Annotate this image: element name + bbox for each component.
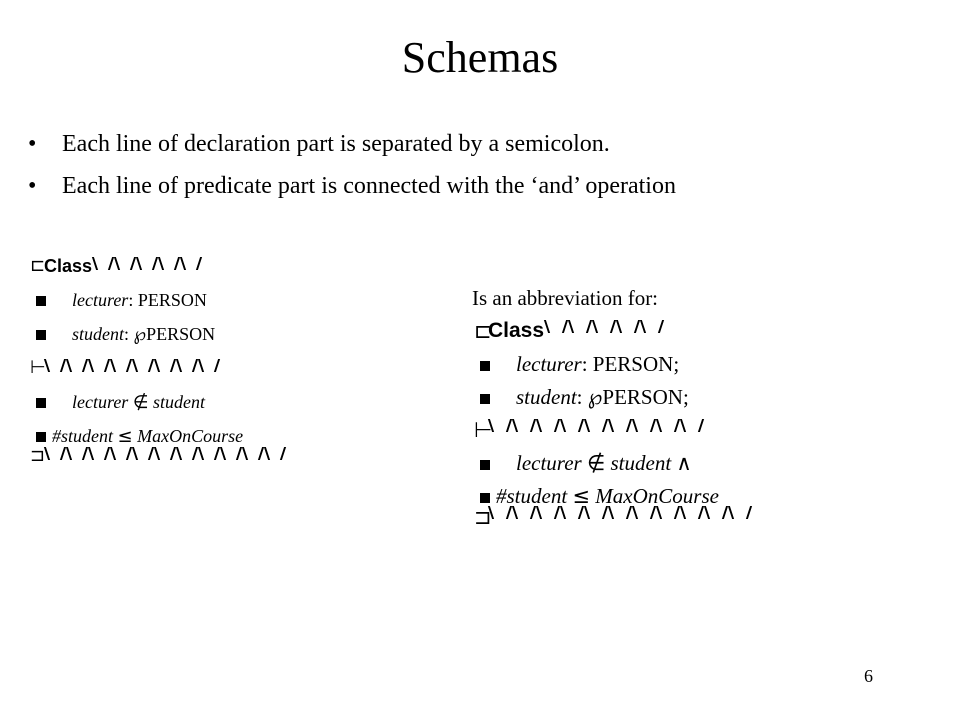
pred-rhs: student: [610, 451, 672, 475]
decl-var: student: [516, 385, 577, 409]
decl-var: lecturer: [72, 290, 129, 310]
schema-header: ⊏ Class: [30, 255, 286, 289]
schema-name: Class: [44, 256, 93, 276]
declaration-line: lecturer: PERSON: [30, 289, 286, 323]
slide-title: Schemas: [401, 33, 559, 82]
bullet-item: • Each line of declaration part is separ…: [28, 128, 928, 160]
decl-sep: :: [128, 290, 138, 310]
bullet-text: Each line of predicate part is connected…: [62, 173, 676, 199]
decl-sep: :: [576, 385, 588, 409]
bullet-text: Each line of declaration part is separat…: [62, 131, 610, 157]
bullet-item: • Each line of predicate part is connect…: [28, 170, 928, 202]
schema-box-right: ⊏ Class lecturer: PERSON; student: ℘PERS…: [474, 318, 752, 537]
schema-end-glyph: ⊐: [30, 445, 46, 466]
schema-start-glyph: ⊏: [30, 255, 46, 276]
schema-bottom-bar: [44, 445, 286, 463]
decl-type: PERSON;: [602, 385, 689, 409]
line-marker: [480, 394, 490, 404]
schema-mid-bar: [44, 357, 220, 375]
powerset-symbol: ℘: [133, 324, 147, 345]
line-marker: [36, 432, 46, 442]
less-equal-symbol: ≤: [117, 426, 133, 447]
pred-lhs: lecturer: [72, 392, 129, 412]
schema-footer: ⊐: [474, 504, 752, 537]
schema-name: Class: [488, 319, 545, 342]
bullet-list: • Each line of declaration part is separ…: [28, 128, 928, 212]
schema-end-glyph: ⊐: [474, 505, 492, 529]
less-equal-symbol: ≤: [572, 484, 591, 508]
schema-divider: ⊢: [474, 417, 752, 450]
schema-footer: ⊐: [30, 445, 286, 479]
decl-var: student: [72, 324, 124, 344]
bullet-dot: •: [28, 131, 37, 157]
schema-mid-bar: [488, 417, 704, 437]
line-marker: [36, 330, 46, 340]
decl-type: PERSON: [137, 290, 207, 310]
declaration-line: student: ℘PERSON: [30, 323, 286, 357]
bullet-dot: •: [28, 173, 37, 199]
line-marker: [480, 493, 490, 503]
pred-rhs: student: [153, 392, 205, 412]
line-marker: [36, 296, 46, 306]
not-member-symbol: ∉: [586, 451, 606, 475]
powerset-symbol: ℘: [587, 385, 603, 409]
schema-top-bar: [92, 255, 202, 273]
decl-type: PERSON;: [592, 352, 680, 376]
schema-divider-glyph: ⊢: [30, 357, 46, 378]
not-member-symbol: ∉: [132, 392, 149, 413]
declaration-line: student: ℘PERSON;: [474, 384, 752, 417]
decl-sep: :: [581, 352, 593, 376]
line-marker: [480, 361, 490, 371]
schema-start-glyph: ⊏: [474, 319, 492, 343]
decl-var: lecturer: [516, 352, 582, 376]
schema-divider: ⊢: [30, 357, 286, 391]
pred-rhs: MaxOnCourse: [137, 426, 244, 446]
line-marker: [36, 398, 46, 408]
declaration-line: lecturer: PERSON;: [474, 351, 752, 384]
page-number: 6: [864, 666, 873, 686]
pred-lhs: #student: [52, 426, 113, 446]
pred-lhs: lecturer: [516, 451, 582, 475]
abbreviation-label: Is an abbreviation for:: [472, 286, 659, 310]
schema-box-left: ⊏ Class lecturer: PERSON student: ℘PERSO…: [30, 255, 286, 479]
schema-top-bar: [544, 318, 664, 338]
line-marker: [480, 460, 490, 470]
predicate-line: #student ≤ MaxOnCourse: [30, 425, 286, 459]
decl-type: PERSON: [146, 324, 216, 344]
schema-bottom-bar: [488, 504, 752, 524]
decl-sep: :: [124, 324, 134, 344]
predicate-line: lecturer ∉ student ∧: [474, 450, 752, 483]
schema-header: ⊏ Class: [474, 318, 752, 351]
schema-divider-glyph: ⊢: [474, 418, 493, 442]
and-symbol: ∧: [676, 451, 692, 475]
predicate-line: lecturer ∉ student: [30, 391, 286, 425]
